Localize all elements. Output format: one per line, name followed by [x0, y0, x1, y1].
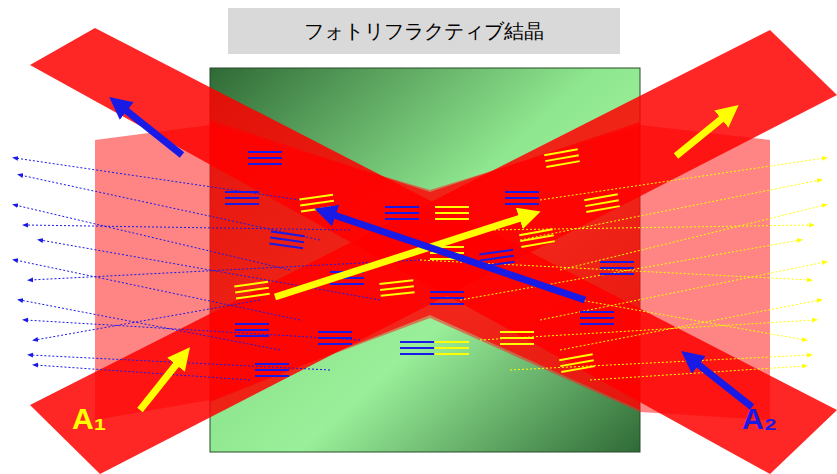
beam-label: A₁: [72, 402, 106, 436]
title-plate: [228, 8, 620, 54]
beam-label: A₂: [742, 402, 777, 436]
grating-fringes: [225, 149, 634, 376]
title-text: フォトリフラクティブ結晶: [304, 18, 544, 45]
scattered-rays-yellow: [420, 158, 825, 380]
beam-a2: [30, 28, 837, 474]
beam-arrows: [118, 104, 752, 410]
